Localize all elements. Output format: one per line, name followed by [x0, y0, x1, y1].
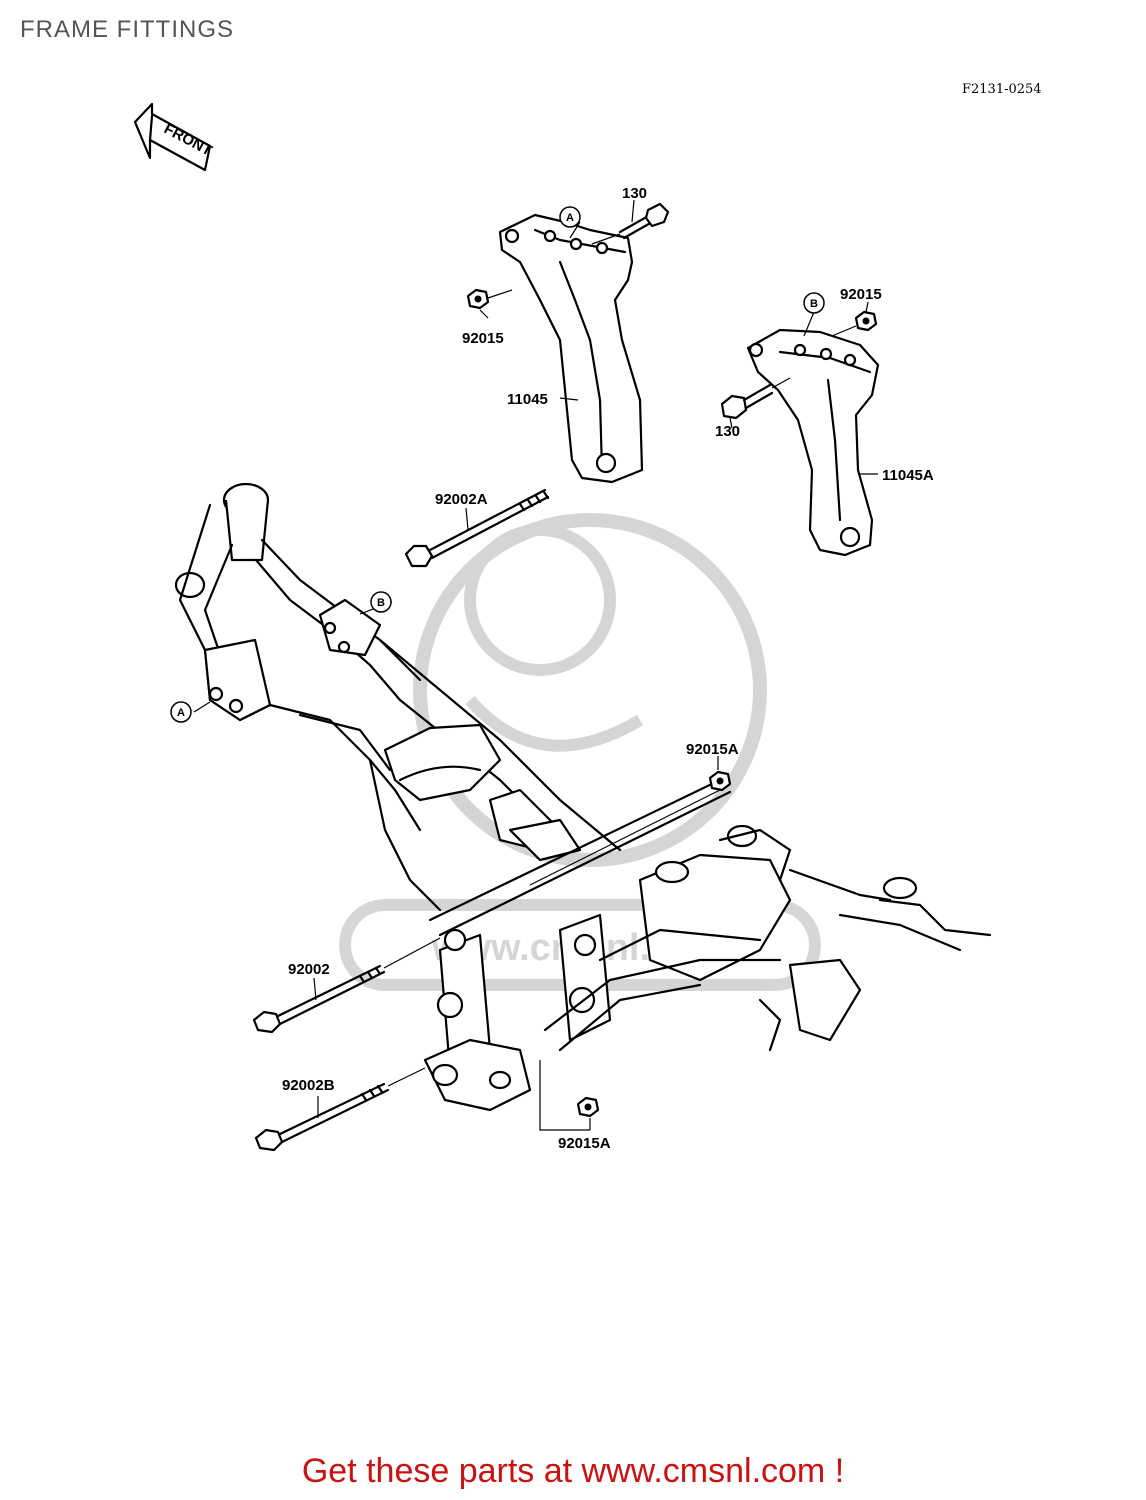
- nut-92015a-lower: [576, 1096, 600, 1118]
- reference-marker-a-top: A: [559, 206, 581, 228]
- label-130-right: 130: [715, 423, 740, 440]
- label-92015-left: 92015: [462, 330, 504, 347]
- bolt-130-top: [591, 202, 670, 245]
- svg-text:B: B: [810, 298, 818, 310]
- front-arrow: FRONT: [133, 102, 215, 172]
- label-92002a: 92002A: [435, 491, 488, 508]
- nut-92015-left: [466, 288, 513, 310]
- bracket-11045a: [746, 328, 880, 557]
- label-11045: 11045: [507, 391, 548, 408]
- bracket-11045: [498, 213, 644, 484]
- page-title: FRAME FITTINGS: [20, 16, 234, 43]
- reference-marker-b-frame: B: [370, 591, 392, 613]
- bolt-92002: [252, 937, 441, 1034]
- reference-marker-b-top: B: [803, 292, 825, 314]
- label-130-top: 130: [622, 185, 647, 202]
- bolt-92002a: [404, 488, 550, 568]
- svg-text:A: A: [177, 707, 185, 719]
- promo-link-text[interactable]: Get these parts at www.cmsnl.com !: [301, 1452, 845, 1490]
- reference-marker-a-frame: A: [170, 701, 192, 723]
- nut-92015-right: [831, 310, 878, 337]
- label-92015a-lower: 92015A: [558, 1135, 611, 1152]
- bolt-92002b: [254, 1067, 426, 1152]
- leader-lines: [193, 199, 878, 1131]
- bolt-130-right: [720, 377, 791, 420]
- nut-92015a-upper: [708, 770, 732, 792]
- motorcycle-frame: [174, 482, 992, 1112]
- label-92002b: 92002B: [282, 1077, 335, 1094]
- label-92002: 92002: [288, 961, 330, 978]
- diagram-code: F2131-0254: [962, 82, 1042, 97]
- label-92015a-upper: 92015A: [686, 741, 739, 758]
- label-11045a: 11045A: [882, 467, 934, 484]
- svg-text:B: B: [377, 597, 385, 609]
- label-92015-right: 92015: [840, 286, 882, 303]
- svg-text:A: A: [566, 212, 574, 224]
